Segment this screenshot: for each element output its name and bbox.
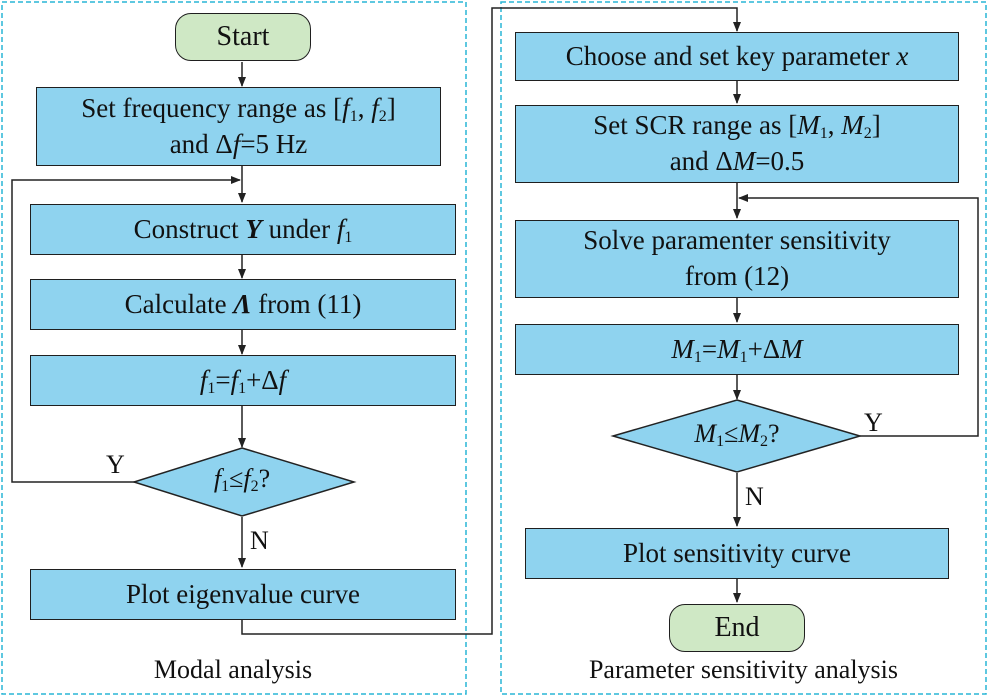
construct-box: Construct Y under f1	[30, 204, 456, 255]
sensitivity-analysis-panel	[500, 1, 987, 695]
m-var: M	[797, 110, 820, 141]
question: ?	[768, 419, 780, 448]
equals: =	[215, 364, 231, 395]
construct-line: Construct Y under f1	[134, 212, 353, 248]
m-var: M	[717, 333, 740, 364]
decision-text-right: M1≤M2?	[650, 419, 824, 450]
bracket-close: ]	[386, 92, 396, 123]
f-var: f	[342, 92, 350, 123]
set-scr-box: Set SCR range as [M1, M2] and ΔM=0.5	[515, 105, 959, 183]
f-sub2: 2	[378, 107, 387, 125]
m-var: M	[780, 333, 803, 364]
and-delta: and Δ	[169, 128, 233, 159]
equals: =	[701, 333, 718, 364]
m-var: M	[732, 146, 756, 176]
decision-text-left: f1≤f2?	[164, 464, 320, 495]
m-sub2: 2	[863, 125, 872, 143]
m-var: M	[671, 333, 694, 364]
leq: ≤	[229, 464, 244, 493]
f-var: f	[371, 92, 379, 123]
loop-yes-line-right	[738, 194, 979, 437]
m-var: M	[738, 419, 761, 448]
plus-delta: +Δ	[246, 364, 279, 395]
start-terminal: Start	[175, 13, 311, 61]
modal-analysis-panel	[1, 1, 467, 695]
solve-line2: from (12)	[684, 261, 790, 291]
step-value: =0.5	[755, 146, 805, 176]
and-delta: and Δ	[669, 146, 733, 176]
no-label-left: N	[250, 526, 269, 555]
end-label: End	[714, 612, 760, 643]
construct-prefix: Construct	[133, 213, 246, 244]
comma: ,	[827, 110, 842, 141]
comma: ,	[357, 92, 372, 123]
choose-text: Choose and set key parameter	[565, 40, 897, 71]
set-frequency-line2: and Δf=5 Hz	[170, 127, 308, 163]
m-sub1: 1	[693, 348, 702, 366]
f-var: f	[230, 364, 239, 395]
choose-parameter-line: Choose and set key parameter x	[566, 39, 909, 75]
y-matrix-var: Y	[245, 213, 262, 244]
question: ?	[258, 464, 271, 493]
lambda-var: Λ	[233, 288, 252, 319]
m-sub1: 1	[819, 125, 828, 143]
calculate-line: Calculate Λ from (11)	[125, 287, 362, 323]
set-scr-prefix: Set SCR range as [	[593, 110, 798, 141]
f-var: f	[199, 364, 208, 395]
plot-sensitivity-box: Plot sensitivity curve	[525, 528, 949, 579]
bracket-close: ]	[871, 110, 881, 141]
decision-diamond-right	[610, 399, 863, 473]
f-sub1: 1	[349, 107, 358, 125]
f-var: f	[213, 464, 222, 493]
m-sub1: 1	[716, 433, 725, 450]
m-sub2: 2	[760, 433, 769, 450]
f-sub1: 1	[221, 478, 230, 495]
choose-parameter-box: Choose and set key parameter x	[515, 32, 959, 81]
update-scr-box: M1=M1+ΔM	[515, 324, 959, 375]
calculate-prefix: Calculate	[124, 288, 234, 319]
loop-yes-line	[11, 176, 241, 483]
plus-delta: +Δ	[747, 333, 781, 364]
set-frequency-line1: Set frequency range as [f1, f2]	[81, 91, 395, 127]
yes-label-left: Y	[106, 450, 125, 479]
m-var: M	[694, 419, 717, 448]
no-label-right: N	[745, 482, 764, 511]
plot-eigenvalue-box: Plot eigenvalue curve	[30, 569, 456, 620]
f-var: f	[336, 213, 345, 244]
decision-diamond-left	[131, 447, 357, 517]
set-frequency-prefix: Set frequency range as [	[81, 92, 343, 123]
end-terminal: End	[669, 604, 805, 652]
connector-left-to-right	[241, 7, 741, 635]
modal-analysis-caption: Modal analysis	[153, 655, 313, 684]
update-frequency-box: f1=f1+Δf	[30, 355, 456, 406]
f-sub1: 1	[238, 379, 247, 397]
update-frequency-line: f1=f1+Δf	[200, 363, 286, 399]
calculate-suffix: from (11)	[251, 288, 362, 319]
plot-eigenvalue-label: Plot eigenvalue curve	[126, 578, 360, 609]
step-value: =5 Hz	[240, 128, 308, 159]
construct-mid: under	[261, 213, 337, 244]
f-sub2: 2	[250, 478, 259, 495]
calculate-box: Calculate Λ from (11)	[30, 279, 456, 330]
sensitivity-analysis-caption: Parameter sensitivity analysis	[588, 655, 899, 684]
plot-sensitivity-label: Plot sensitivity curve	[623, 537, 851, 568]
set-scr-line2: and ΔM=0.5	[670, 144, 805, 180]
f-var: f	[232, 128, 241, 159]
m-var: M	[841, 110, 864, 141]
set-scr-line1: Set SCR range as [M1, M2]	[593, 108, 880, 144]
start-label: Start	[216, 21, 270, 52]
solve-line1: Solve paramenter sensitivity	[583, 225, 891, 256]
update-scr-line: M1=M1+ΔM	[671, 332, 802, 368]
f-var: f	[243, 464, 251, 493]
x-var: x	[896, 40, 909, 71]
f-sub1: 1	[207, 379, 216, 397]
yes-label-right: Y	[864, 408, 883, 437]
solve-sensitivity-box: Solve paramenter sensitivity from (12)	[515, 220, 959, 298]
leq: ≤	[724, 419, 739, 448]
f-var: f	[278, 364, 287, 395]
set-frequency-box: Set frequency range as [f1, f2] and Δf=5…	[36, 87, 441, 166]
m-sub1: 1	[739, 348, 748, 366]
f-sub1: 1	[344, 228, 353, 246]
